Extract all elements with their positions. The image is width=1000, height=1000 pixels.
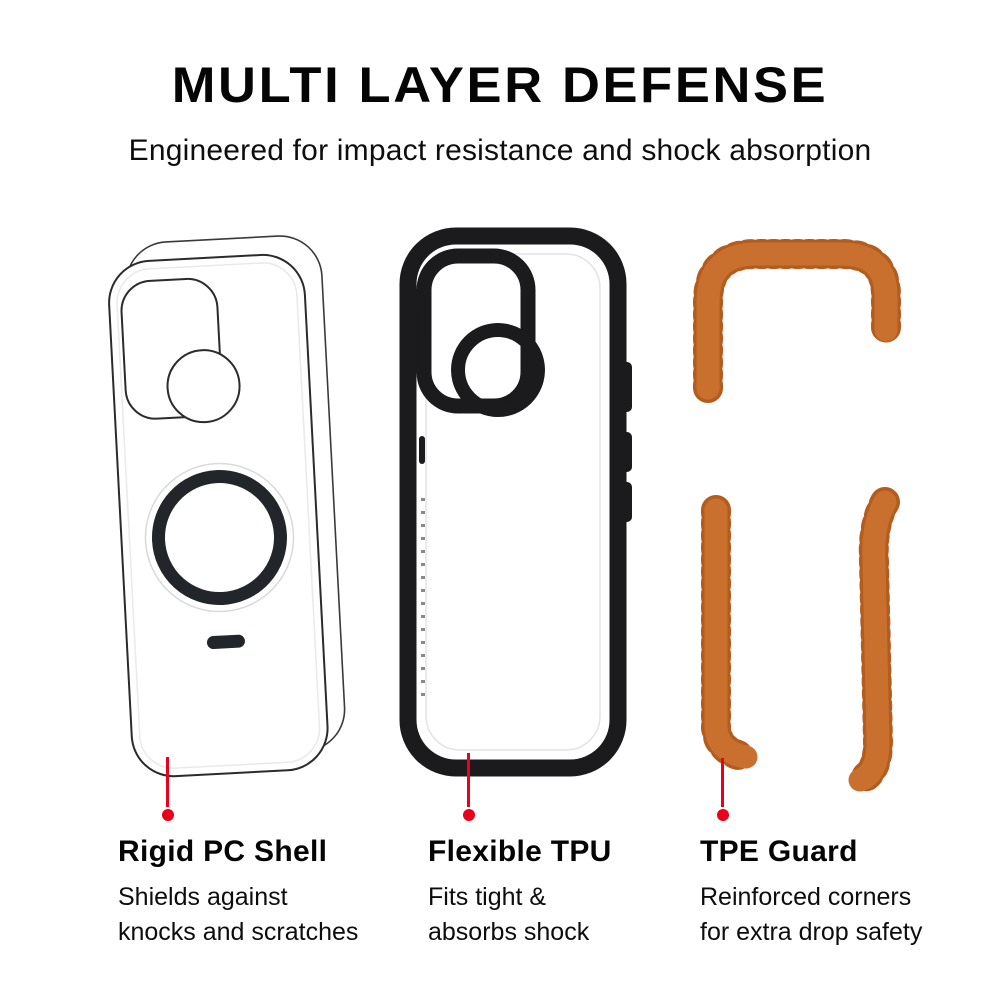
case-inner-contour: [116, 262, 321, 769]
header: MULTI LAYER DEFENSE Engineered for impac…: [0, 56, 1000, 168]
tpu-frame-drawing: [399, 227, 632, 777]
tpu-camera-lens-ring: [451, 323, 545, 417]
tpe-guards-drawing: [693, 239, 901, 795]
feature-description-line: Reinforced corners: [700, 883, 912, 911]
magsafe-outer-guide: [144, 462, 295, 613]
callout-line-flexible-tpu: [462, 753, 475, 821]
camera-lens: [166, 349, 241, 424]
callout-line-tpe-guard: [716, 758, 729, 821]
feature-tpe-guard: TPE Guard Reinforced corners for extra d…: [700, 835, 922, 949]
magsafe-alignment-bar: [206, 634, 245, 649]
feature-title: Rigid PC Shell: [118, 835, 328, 868]
side-button-middle: [620, 432, 632, 472]
rigid-pc-shell-illustration: [108, 233, 347, 785]
feature-flexible-tpu: Flexible TPU Fits tight & absorbs shock: [428, 835, 612, 949]
callout-line-rigid-pc-shell: [161, 757, 174, 821]
feature-description: Shields against knocks and scratches: [118, 880, 358, 949]
bottom-left-corner-guard: [704, 498, 758, 769]
callout-dot: [161, 809, 174, 821]
bottom-right-corner-guard: [848, 490, 897, 792]
feature-title: TPE Guard: [700, 835, 858, 868]
magsafe-ring: [151, 470, 287, 606]
feature-description: Fits tight & absorbs shock: [428, 880, 612, 949]
tpu-frame: [399, 227, 627, 777]
feature-description: Reinforced corners for extra drop safety: [700, 880, 922, 949]
feature-rigid-pc-shell: Rigid PC Shell Shields against knocks an…: [118, 835, 358, 949]
mute-switch-cutout: [419, 436, 425, 464]
feature-description-line: Shields against: [118, 883, 288, 911]
page-subtitle: Engineered for impact resistance and sho…: [128, 134, 872, 167]
callout-dot: [462, 809, 475, 821]
page-title: MULTI LAYER DEFENSE: [171, 57, 829, 113]
feature-title: Flexible TPU: [428, 835, 612, 868]
feature-description-line: Fits tight &: [428, 883, 547, 911]
top-guard-texture: [693, 239, 901, 403]
clear-case-drawing: [108, 235, 346, 778]
top-corner-guard: [696, 242, 898, 400]
feature-description-line: absorbs shock: [428, 917, 590, 946]
side-button-bottom: [620, 482, 632, 522]
feature-description-line: for extra drop safety: [700, 917, 923, 946]
tpe-guard-illustration: [692, 230, 902, 795]
feature-description-line: knocks and scratches: [118, 917, 359, 946]
flexible-tpu-illustration: [396, 226, 636, 778]
side-button-top: [620, 362, 632, 412]
callout-dot: [716, 809, 729, 821]
